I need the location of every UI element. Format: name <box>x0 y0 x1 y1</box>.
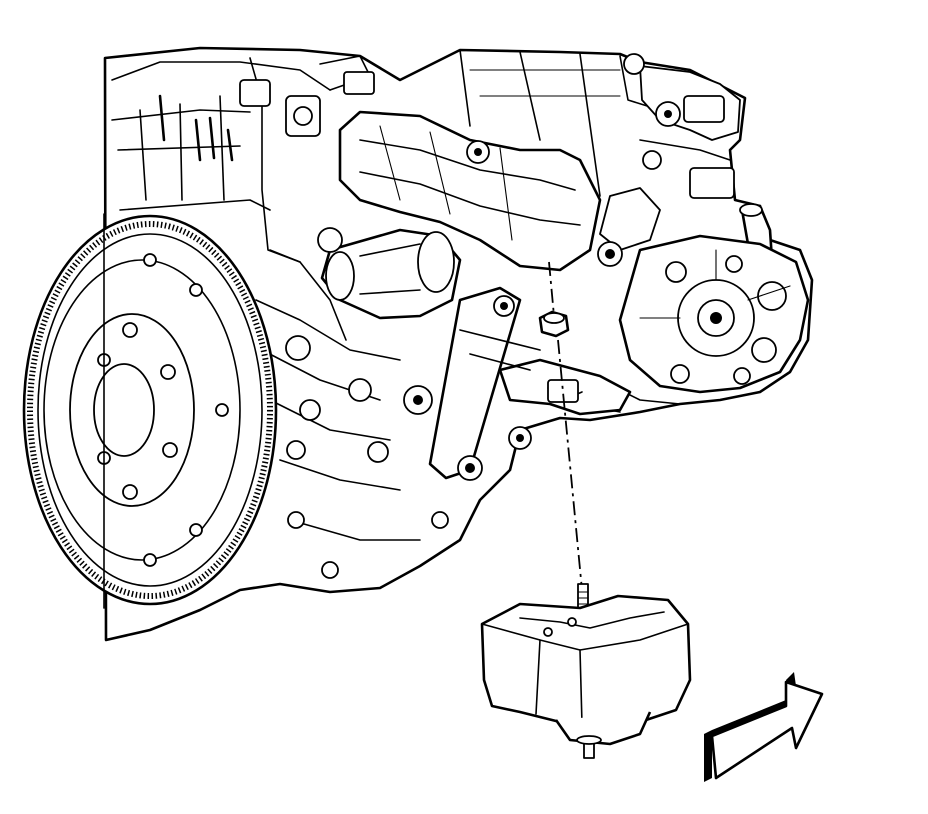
direction-arrow-icon <box>704 672 824 782</box>
engine-mount-icon <box>480 594 692 759</box>
alignment-line-lower <box>557 339 583 591</box>
mount-nut-icon <box>538 310 570 338</box>
engine-block-icon <box>103 46 814 642</box>
alignment-line-upper <box>548 261 555 317</box>
flywheel-icon <box>22 213 278 609</box>
